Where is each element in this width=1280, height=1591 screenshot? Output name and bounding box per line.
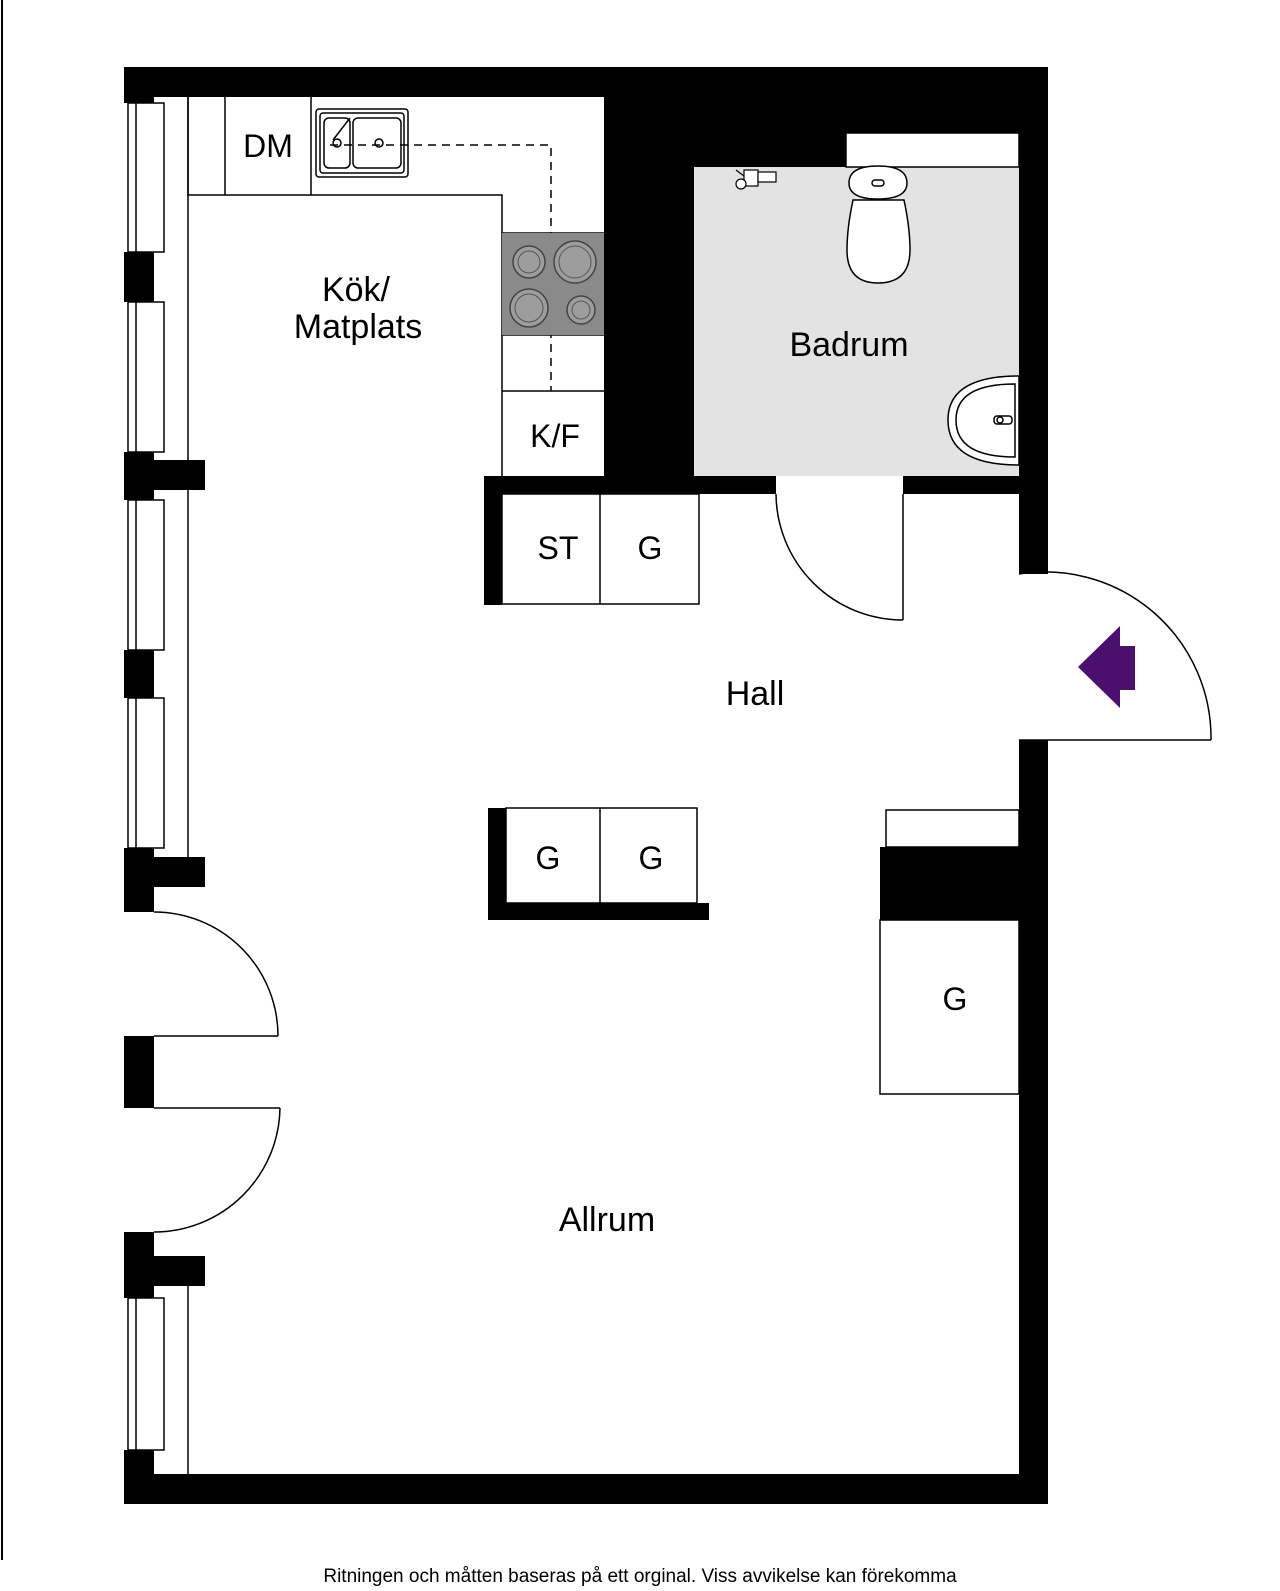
windows <box>127 97 189 1474</box>
dishwasher-label: DM <box>243 128 293 164</box>
shower-tap-icon <box>735 169 777 190</box>
washbasin-icon <box>947 375 1020 466</box>
wardrobe-label: G <box>943 981 968 1017</box>
closet-st-label: ST <box>538 530 579 566</box>
hall-label: Hall <box>726 675 785 713</box>
doors <box>153 493 1212 1233</box>
stove-icon <box>502 233 604 335</box>
bathroom-label: Badrum <box>789 326 908 364</box>
wardrobe-label: G <box>536 840 561 876</box>
sink-icon <box>315 108 409 178</box>
bathroom-shelf <box>845 132 1020 168</box>
interior-walls <box>484 97 1019 920</box>
living-room-label: Allrum <box>559 1201 655 1239</box>
fridge-freezer-label: K/F <box>530 418 580 454</box>
wardrobe-label: G <box>639 840 664 876</box>
kitchen-label-line2: Matplats <box>294 308 423 346</box>
kitchen-label-line1: Kök/ <box>322 271 391 309</box>
disclaimer-note: Ritningen och måtten baseras på ett orgi… <box>323 1566 957 1587</box>
outer-walls <box>124 67 1048 1504</box>
toilet-icon <box>846 165 911 284</box>
wardrobe-label: G <box>638 530 663 566</box>
wardrobes <box>501 493 1020 1095</box>
entrance-arrow-icon <box>1078 626 1135 708</box>
